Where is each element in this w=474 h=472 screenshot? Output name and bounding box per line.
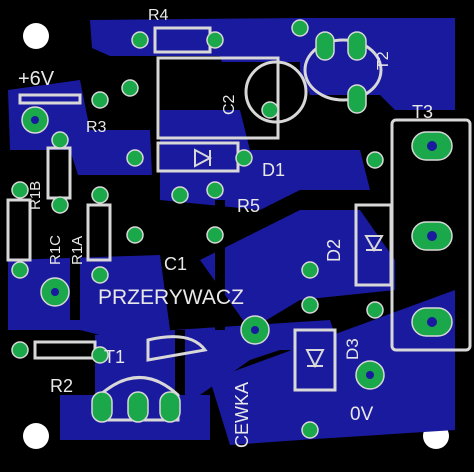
label-przerywacz: PRZERYWACZ <box>98 286 244 309</box>
label-c2: C2 <box>221 94 238 115</box>
label-plus6v: +6V <box>18 68 55 90</box>
label-r3: R3 <box>86 119 107 136</box>
label-r1a: R1A <box>69 236 86 265</box>
label-t1: T1 <box>104 347 125 367</box>
mounting-hole-top-left <box>23 23 49 49</box>
label-t3: T3 <box>412 102 433 122</box>
label-r1c: R1C <box>47 235 64 265</box>
label-cewka: CEWKA <box>232 382 252 448</box>
diode-symbols <box>194 148 384 369</box>
mounting-hole-bottom-left <box>23 423 49 449</box>
label-t2: T2 <box>375 51 392 70</box>
silkscreen-outlines <box>6 26 472 422</box>
pad-holes <box>31 116 437 379</box>
label-d3: D3 <box>343 338 362 360</box>
label-d1: D1 <box>262 160 285 180</box>
label-r4: R4 <box>148 7 169 24</box>
label-c1: C1 <box>164 254 187 274</box>
label-r2: R2 <box>50 376 73 396</box>
silkscreen-labels: +6V R4 R3 C2 T2 T3 D1 R5 D2 R1B R1C R1A … <box>18 7 433 448</box>
label-0v: 0V <box>350 404 374 425</box>
pads <box>11 19 453 439</box>
trace-gaps <box>70 60 390 395</box>
label-r5: R5 <box>237 196 260 216</box>
label-r1b: R1B <box>27 181 44 210</box>
label-d2: D2 <box>324 239 344 262</box>
